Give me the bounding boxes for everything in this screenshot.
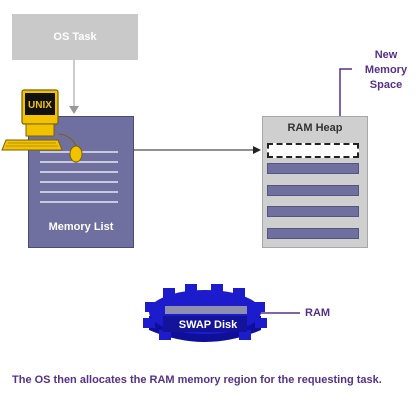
swap-disk-label: SWAP Disk — [178, 319, 238, 331]
memory-list-label: Memory List — [48, 221, 114, 233]
ram-label: RAM — [305, 307, 331, 319]
heap-block — [267, 206, 359, 217]
os-task-connector — [69, 60, 79, 114]
caption: The OS then allocates the RAM memory reg… — [12, 374, 382, 386]
ram-heap-title: RAM Heap — [287, 122, 343, 134]
unix-screen-text: UNIX — [28, 100, 52, 111]
allocation-arrow — [132, 146, 261, 154]
new-memory-space-label: New Memory Space — [364, 49, 408, 91]
swap-disk-icon — [143, 284, 267, 342]
heap-block — [267, 228, 359, 239]
heap-block — [267, 163, 359, 174]
ram-heap-box — [262, 116, 368, 248]
unix-computer-icon: UNIX — [1, 89, 83, 163]
new-memory-space-block — [267, 143, 359, 158]
os-task-box: OS Task — [12, 14, 138, 60]
os-task-label: OS Task — [53, 31, 97, 43]
heap-block — [267, 185, 359, 196]
